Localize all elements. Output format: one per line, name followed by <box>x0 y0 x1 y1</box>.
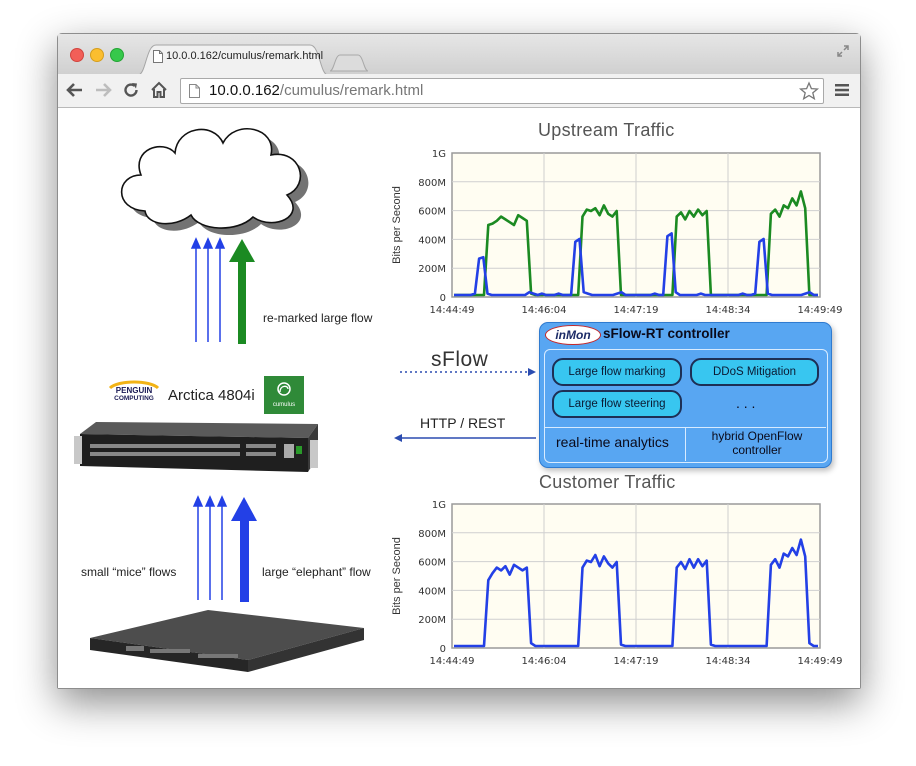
x-tick-label: 14:47:19 <box>614 656 659 667</box>
url-host: 10.0.0.162 <box>209 82 280 99</box>
series-line-1 <box>454 538 818 648</box>
ddos-mitigation-button[interactable]: DDoS Mitigation <box>690 358 819 386</box>
penguin-computing-text: PENGUIN COMPUTING <box>110 387 158 403</box>
penguin-line2: COMPUTING <box>114 395 154 402</box>
x-tick-label: 14:47:19 <box>614 305 659 316</box>
zoom-light[interactable] <box>110 48 124 62</box>
address-bar[interactable]: 10.0.0.162/cumulus/remark.html <box>180 78 824 104</box>
x-tick-label: 14:49:49 <box>798 305 843 316</box>
y-tick-label: 0 <box>440 293 446 304</box>
http-rest-label: HTTP / REST <box>420 415 506 431</box>
upstream-flow-arrows <box>190 237 255 344</box>
more-apps-ellipsis: . . . <box>736 395 756 411</box>
y-axis-label: Bits per Second <box>391 186 403 264</box>
penguin-computing-logo <box>108 380 160 390</box>
customer-flow-arrows <box>192 495 257 602</box>
y-tick-label: 400M <box>418 235 446 246</box>
back-arrow-icon[interactable] <box>66 82 84 98</box>
url-text: 10.0.0.162/cumulus/remark.html <box>209 82 423 99</box>
browser-window: 10.0.0.162/cumulus/remark.html 10.0.0.16… <box>57 33 861 689</box>
switch-device <box>74 422 318 472</box>
page-icon <box>189 84 200 98</box>
elephant-flow-label: large “elephant” flow <box>262 565 371 579</box>
cumulus-logo: cumulus <box>264 376 304 414</box>
bookmark-star-icon[interactable] <box>798 81 820 101</box>
tab-strip: 10.0.0.162/cumulus/remark.html <box>58 34 860 76</box>
x-tick-label: 14:48:34 <box>706 305 751 316</box>
page-content: re-marked large flow PENGUIN COMPUTING A… <box>58 108 860 688</box>
url-path: /cumulus/remark.html <box>279 82 424 99</box>
x-tick-label: 14:44:49 <box>430 305 475 316</box>
hybrid-openflow-line2: controller <box>732 443 782 457</box>
y-tick-label: 600M <box>418 558 446 569</box>
new-tab-button[interactable] <box>329 51 369 72</box>
y-tick-label: 400M <box>418 586 446 597</box>
home-icon[interactable] <box>150 81 168 99</box>
x-tick-label: 14:46:04 <box>522 656 567 667</box>
mice-flows-label: small “mice” flows <box>81 565 177 579</box>
customer-chart-title: Customer Traffic <box>539 472 676 492</box>
y-tick-label: 1G <box>432 149 446 160</box>
series-line-2 <box>454 232 818 297</box>
large-flow-marking-button[interactable]: Large flow marking <box>552 358 682 386</box>
y-tick-label: 1G <box>432 500 446 511</box>
controller-panel <box>544 349 828 463</box>
x-tick-label: 14:44:49 <box>430 656 475 667</box>
forward-arrow-icon[interactable] <box>94 82 112 98</box>
y-tick-label: 200M <box>418 615 446 626</box>
reload-icon[interactable] <box>122 81 140 99</box>
tab-title: 10.0.0.162/cumulus/remark.html <box>166 50 324 62</box>
hybrid-openflow-line1: hybrid OpenFlow <box>711 429 803 443</box>
upstream-chart-title: Upstream Traffic <box>538 120 675 140</box>
large-flow-steering-button[interactable]: Large flow steering <box>552 390 682 418</box>
upstream-traffic-chart: 0 200M 400M 600M 800M 1G 14:44:49 14:46:04 14:47… <box>391 149 842 316</box>
inmon-logo: inMon <box>545 325 601 345</box>
close-light[interactable] <box>70 48 84 62</box>
browser-toolbar: 10.0.0.162/cumulus/remark.html <box>58 74 860 108</box>
server-device <box>90 610 364 672</box>
menu-icon[interactable] <box>834 83 850 97</box>
page-icon <box>153 50 163 63</box>
hybrid-openflow-label: hybrid OpenFlow controller <box>688 429 826 457</box>
penguin-line1: PENGUIN <box>115 386 153 395</box>
y-tick-label: 0 <box>440 644 446 655</box>
x-tick-label: 14:49:49 <box>798 656 843 667</box>
x-tick-label: 14:48:34 <box>706 656 751 667</box>
sflow-rt-controller: inMon sFlow-RT controller Large flow mar… <box>539 322 832 468</box>
http-rest-arrow <box>394 434 536 442</box>
y-tick-label: 800M <box>418 529 446 540</box>
controller-title: sFlow-RT controller <box>603 326 730 341</box>
active-tab[interactable] <box>137 43 329 76</box>
realtime-analytics-label: real-time analytics <box>556 434 669 450</box>
cumulus-logo-text: cumulus <box>272 402 296 408</box>
cloud-icon <box>120 127 309 236</box>
y-tick-label: 600M <box>418 207 446 218</box>
switch-model: Arctica 4804i <box>168 387 255 404</box>
sflow-logo: sFlow <box>431 348 489 371</box>
y-tick-label: 800M <box>418 178 446 189</box>
controller-vdivider <box>685 427 686 461</box>
fullscreen-icon[interactable] <box>836 44 850 58</box>
y-axis-label: Bits per Second <box>391 537 403 615</box>
y-tick-label: 200M <box>418 264 446 275</box>
sflow-arrow <box>400 368 536 376</box>
cumulus-icon <box>277 382 291 396</box>
customer-traffic-chart: 0 200M 400M 600M 800M 1G 14:44:49 14:46:04 14:47… <box>391 500 842 667</box>
x-tick-label: 14:46:04 <box>522 305 567 316</box>
minimize-light[interactable] <box>90 48 104 62</box>
remarked-flow-label: re-marked large flow <box>263 311 373 325</box>
